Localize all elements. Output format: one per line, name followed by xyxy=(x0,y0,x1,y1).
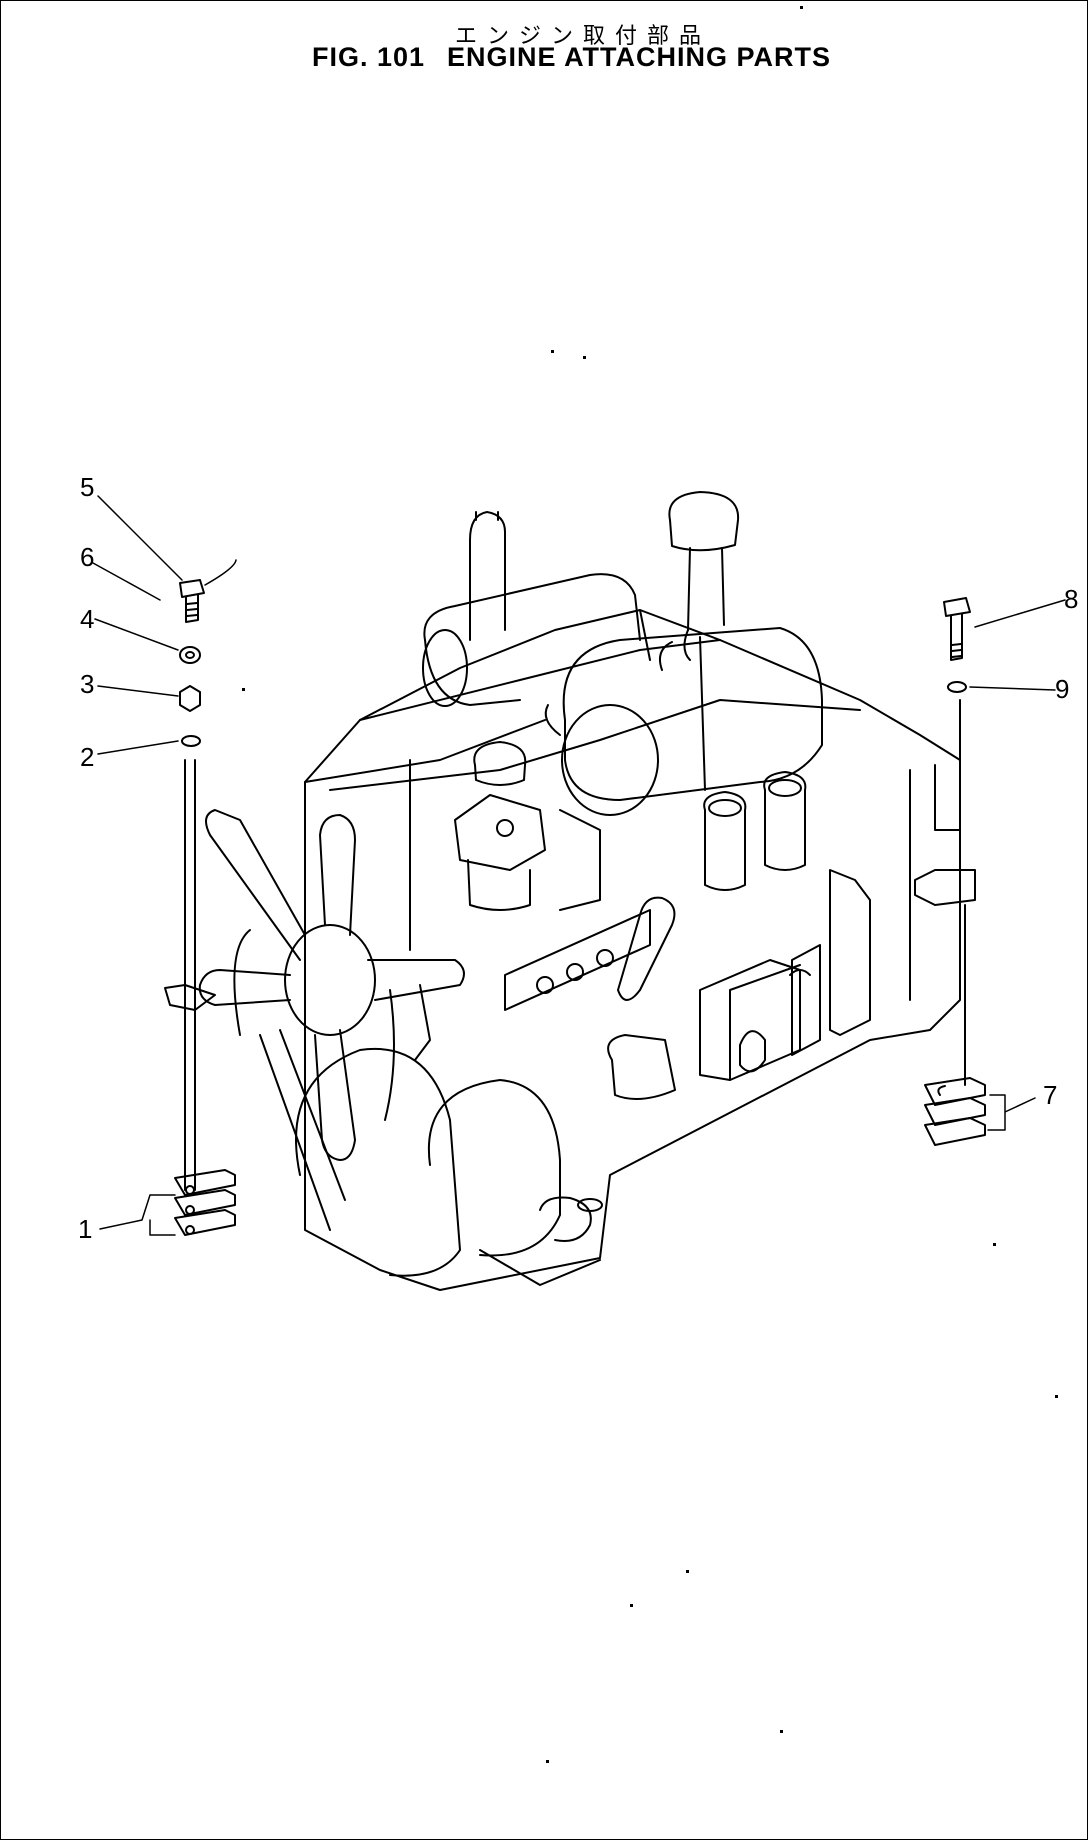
muffler xyxy=(422,511,641,707)
air-cleaner xyxy=(544,491,823,816)
fan-belt xyxy=(259,1029,346,1231)
leader-lines xyxy=(92,495,1066,1236)
callout-6: 6 xyxy=(80,542,94,572)
right-mounting-stack xyxy=(924,597,986,1146)
engine-block xyxy=(304,609,961,1291)
figure-title: FIG. 101 ENGINE ATTACHING PARTS xyxy=(312,42,831,73)
callout-5: 5 xyxy=(80,472,94,502)
callout-3: 3 xyxy=(80,669,94,699)
bolt-8 xyxy=(943,597,971,617)
figure-name: ENGINE ATTACHING PARTS xyxy=(447,42,832,72)
cushion-7 xyxy=(924,1077,986,1146)
japanese-title: エンジン取付部品 xyxy=(455,24,712,49)
left-mounting-stack xyxy=(164,579,236,1236)
alternator-panel xyxy=(699,869,871,1081)
starter-plate xyxy=(504,896,676,1100)
washer-9 xyxy=(947,681,967,693)
callout-7: 7 xyxy=(1043,1080,1057,1110)
callout-4: 4 xyxy=(80,604,94,634)
cushion-1 xyxy=(174,1169,236,1236)
washer-4 xyxy=(179,646,201,664)
nut-3 xyxy=(179,685,201,712)
bolt-5 xyxy=(179,579,205,598)
callout-2: 2 xyxy=(80,742,94,772)
engine-assembly xyxy=(198,491,976,1291)
timing-cover xyxy=(295,1047,603,1286)
callout-1: 1 xyxy=(78,1214,92,1244)
cooling-fan xyxy=(198,809,465,1161)
oil-filler-cap xyxy=(473,741,527,786)
figure-number: FIG. 101 xyxy=(312,42,426,72)
callout-8: 8 xyxy=(1064,584,1078,614)
callout-labels: 1 2 3 4 5 6 7 8 9 xyxy=(78,472,1078,1244)
washer-2 xyxy=(181,735,201,747)
scan-specks xyxy=(242,6,1058,1763)
callout-9: 9 xyxy=(1055,674,1069,704)
fuel-filter xyxy=(454,794,601,911)
oil-filters xyxy=(703,771,807,891)
